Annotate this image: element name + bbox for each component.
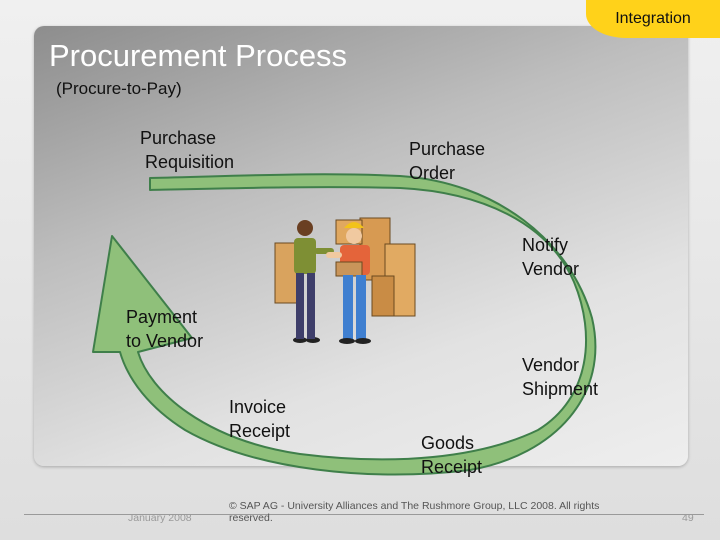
warehouse-workers-handshake-icon xyxy=(274,217,416,344)
footer-copyright: © SAP AG - University Alliances and The … xyxy=(229,500,600,524)
integration-badge: Integration xyxy=(586,0,720,38)
footer-page-number: 49 xyxy=(682,512,694,524)
footer-date: January 2008 xyxy=(128,512,192,524)
step-purchase-requisition: Purchase Requisition xyxy=(140,128,235,172)
step-invoice-receipt: Invoice Receipt xyxy=(229,397,291,441)
slide-title: Procurement Process xyxy=(49,38,348,73)
cycle-arrow-band xyxy=(92,173,597,476)
step-vendor-shipment: Vendor Shipment xyxy=(522,355,599,399)
footer-divider xyxy=(24,514,704,515)
step-purchase-order: Purchase Order xyxy=(409,139,486,183)
step-notify-vendor: Notify Vendor xyxy=(522,235,580,279)
step-goods-receipt: Goods Receipt xyxy=(421,433,483,477)
step-payment-to-vendor: Payment to Vendor xyxy=(126,307,204,351)
slide-subtitle: (Procure-to-Pay) xyxy=(56,79,182,98)
integration-badge-label: Integration xyxy=(615,10,691,27)
